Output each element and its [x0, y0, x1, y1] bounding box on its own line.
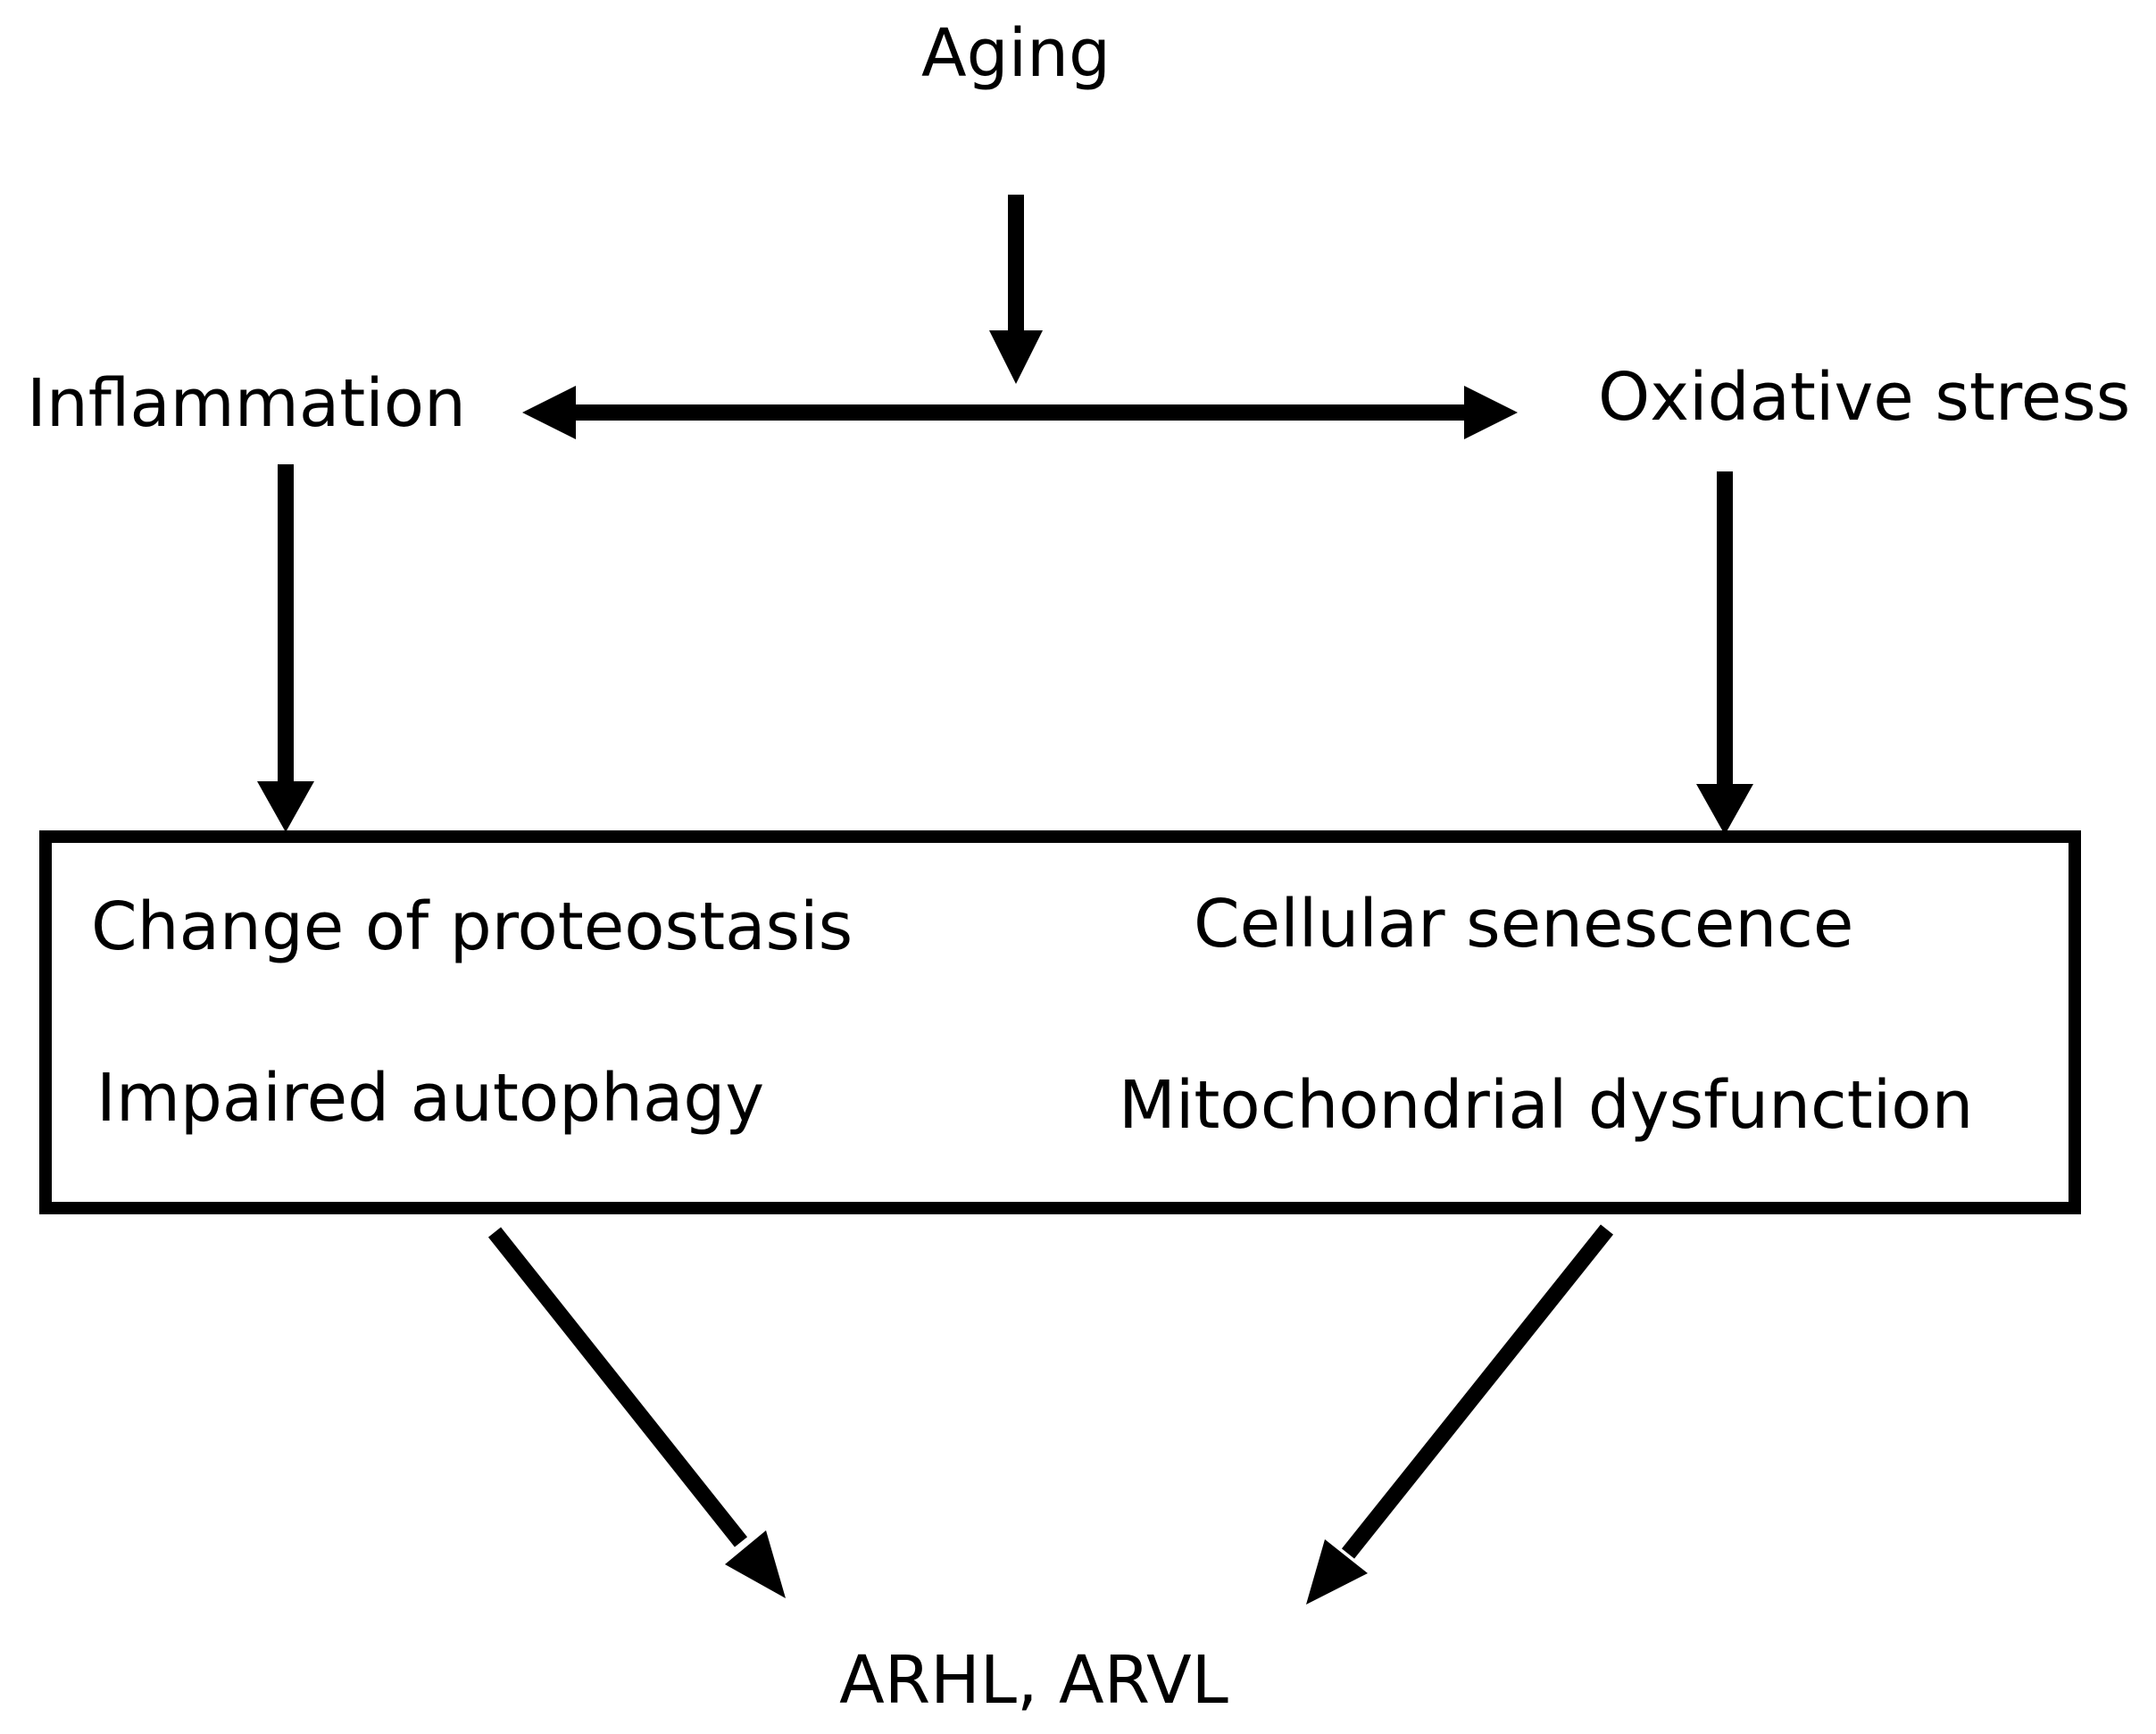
arrow-inflammation-oxidative-bidirectional [522, 386, 1518, 439]
box-item-senescence: Cellular senescence [1194, 886, 1854, 963]
box-item-mitochondrial: Mitochondrial dysfunction [1119, 1067, 1974, 1144]
node-inflammation: Inflammation [27, 365, 466, 442]
arrow-inflammation-down [257, 464, 314, 832]
arrow-box-to-outcome-right [1306, 1224, 1614, 1605]
node-oxidative-stress: Oxidative stress [1598, 359, 2131, 436]
arrow-aging-down [989, 195, 1043, 384]
node-outcome: ARHL, ARVL [839, 1642, 1228, 1719]
box-item-proteostasis: Change of proteostasis [91, 888, 853, 965]
box-item-autophagy: Impaired autophagy [96, 1060, 765, 1137]
mechanisms-box [39, 830, 2081, 1214]
arrow-oxidative-down [1696, 471, 1753, 835]
node-aging: Aging [920, 15, 1111, 92]
arrow-box-to-outcome-left [487, 1227, 786, 1598]
